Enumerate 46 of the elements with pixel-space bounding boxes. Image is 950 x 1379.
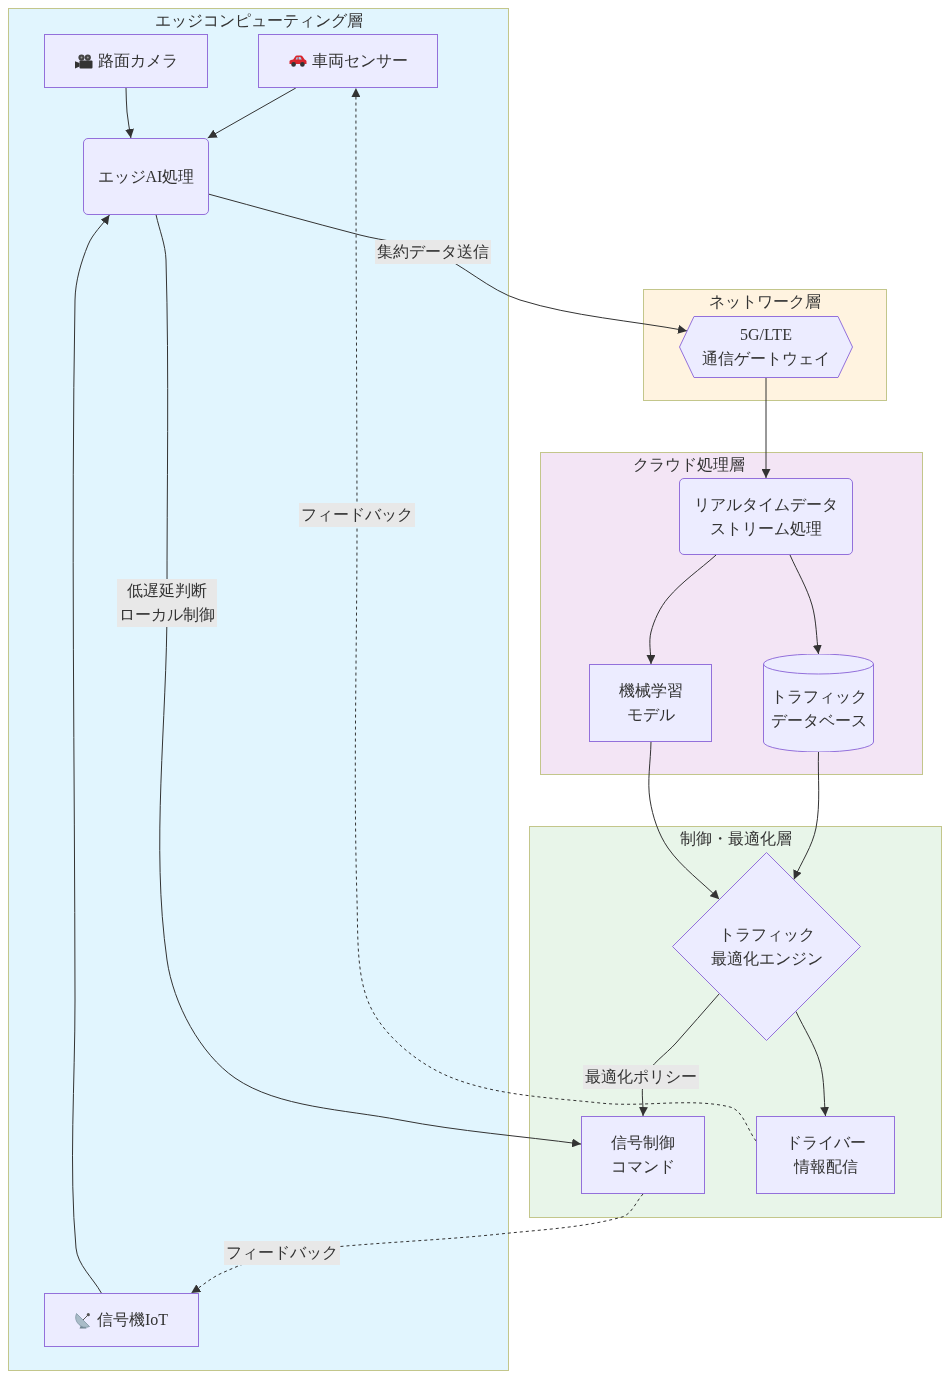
arrow xyxy=(793,751,820,880)
group-title: エッジコンピューティング層 xyxy=(154,11,363,31)
arrow xyxy=(761,377,771,479)
rounded-box xyxy=(679,478,853,555)
process-box xyxy=(44,34,208,88)
edge-label: 低遅延判断ローカル制御 xyxy=(117,579,217,627)
dotted-arrow xyxy=(351,87,757,1142)
process-box xyxy=(589,664,712,742)
node-label: 信号機IoT xyxy=(96,1310,169,1330)
node-label: 機械学習モデル xyxy=(617,681,684,725)
process-box xyxy=(258,34,438,88)
group-title: 制御・最適化層 xyxy=(679,829,792,849)
hexagon-node xyxy=(679,316,853,378)
arrow xyxy=(207,87,297,139)
process-box xyxy=(581,1116,705,1194)
group-title: クラウド処理層 xyxy=(633,455,745,475)
group-panel xyxy=(529,826,942,1218)
node-label: エッジAI処理 xyxy=(97,166,195,187)
edge-label: 最適化ポリシー xyxy=(583,1065,699,1089)
rounded-box xyxy=(83,138,209,215)
database-cylinder xyxy=(763,654,874,752)
process-box xyxy=(44,1293,199,1347)
node-label: トラフィック最適化エンジン xyxy=(709,924,824,969)
group-panel xyxy=(8,8,509,1371)
group-panel xyxy=(643,289,887,401)
node-label: トラフィックデータベース xyxy=(769,687,868,731)
node-label: 信号制御コマンド xyxy=(610,1133,676,1177)
arrow xyxy=(646,554,717,665)
node-label: ドライバー情報配信 xyxy=(784,1133,867,1177)
node-label: 車両センサー xyxy=(311,51,408,71)
arrow xyxy=(648,741,720,900)
arrow xyxy=(795,1011,830,1117)
edge-label: フィードバック xyxy=(224,1241,340,1265)
group-title: ネットワーク層 xyxy=(709,292,821,312)
node-label: 路面カメラ xyxy=(97,51,178,71)
arrow xyxy=(789,554,822,655)
arrow xyxy=(155,214,582,1148)
process-box xyxy=(756,1116,895,1194)
group-panel xyxy=(540,452,923,775)
edge-label: フィードバック xyxy=(299,503,415,527)
node-label: リアルタイムデータストリーム処理 xyxy=(693,494,839,539)
arrow xyxy=(72,214,110,1294)
arrow xyxy=(125,87,134,139)
decision-diamond xyxy=(672,852,861,1041)
node-label: 5G/LTE 通信ゲートウェイ xyxy=(701,325,831,369)
edge-label: 集約データ送信 xyxy=(375,240,491,264)
